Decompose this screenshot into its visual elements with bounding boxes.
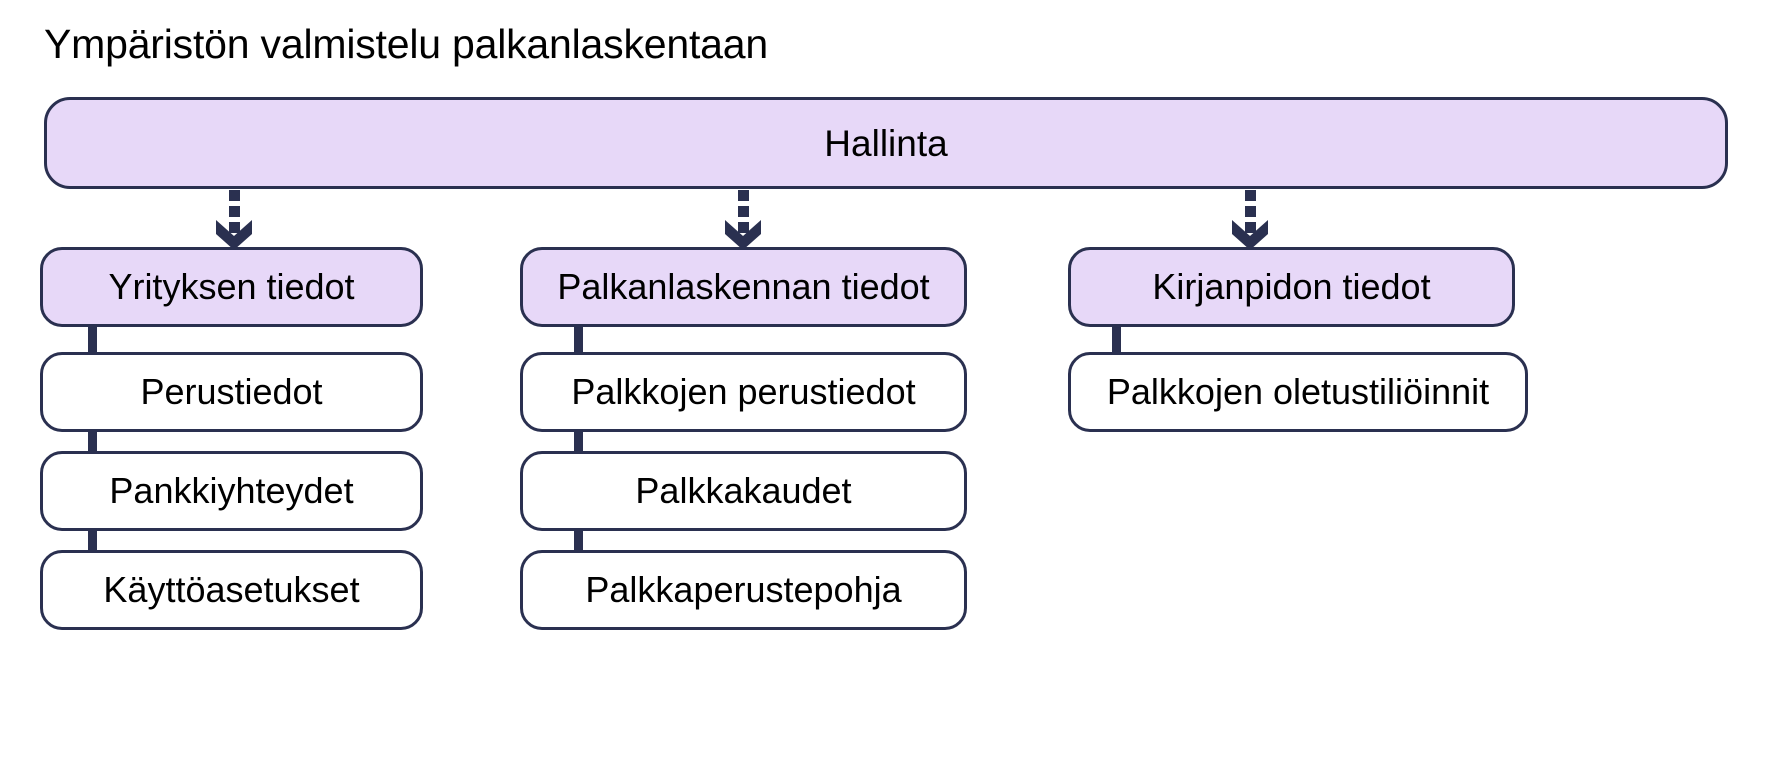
node-column-3-header[interactable]: Kirjanpidon tiedot	[1068, 247, 1515, 327]
node-column-1-child-3[interactable]: Käyttöasetukset	[40, 550, 423, 630]
node-column-2-child-3-label: Palkkaperustepohja	[585, 569, 902, 610]
node-column-1-child-2-label: Pankkiyhteydet	[109, 470, 354, 511]
connector-column-1-link-3	[88, 525, 97, 550]
node-column-3-child-1-label: Palkkojen oletustiliöinnit	[1106, 371, 1490, 412]
connector-column-1-link-2	[88, 426, 97, 451]
node-column-2-child-2-label: Palkkakaudet	[635, 470, 852, 511]
node-column-1-child-2[interactable]: Pankkiyhteydet	[40, 451, 423, 531]
node-column-1-child-1[interactable]: Perustiedot	[40, 352, 423, 432]
page-title: Ympäristön valmistelu palkanlaskentaan	[44, 21, 768, 67]
node-column-2-child-1-label: Palkkojen perustiedot	[571, 371, 916, 412]
connector-column-2-link-3	[574, 525, 583, 550]
node-column-2-header[interactable]: Palkanlaskennan tiedot	[520, 247, 967, 327]
node-column-1-child-3-label: Käyttöasetukset	[103, 569, 360, 610]
node-column-1-child-1-label: Perustiedot	[140, 371, 323, 412]
node-column-2-child-2[interactable]: Palkkakaudet	[520, 451, 967, 531]
node-column-2-child-1[interactable]: Palkkojen perustiedot	[520, 352, 967, 432]
node-hallinta-label: Hallinta	[824, 122, 948, 164]
dashed-down-arrow-icon-column-2	[723, 190, 763, 252]
node-column-1-header-label: Yrityksen tiedot	[108, 266, 355, 307]
dashed-down-arrow-icon-column-1	[214, 190, 254, 252]
node-hallinta[interactable]: Hallinta	[44, 97, 1728, 189]
node-column-1-header[interactable]: Yrityksen tiedot	[40, 247, 423, 327]
dashed-down-arrow-icon-column-3	[1230, 190, 1270, 252]
node-column-2-child-3[interactable]: Palkkaperustepohja	[520, 550, 967, 630]
node-column-3-header-label: Kirjanpidon tiedot	[1152, 266, 1431, 307]
node-column-2-header-label: Palkanlaskennan tiedot	[557, 266, 930, 307]
node-column-3-child-1[interactable]: Palkkojen oletustiliöinnit	[1068, 352, 1528, 432]
connector-column-3-link-1	[1112, 327, 1121, 352]
connector-column-2-link-2	[574, 426, 583, 451]
connector-column-1-link-1	[88, 327, 97, 352]
connector-column-2-link-1	[574, 327, 583, 352]
